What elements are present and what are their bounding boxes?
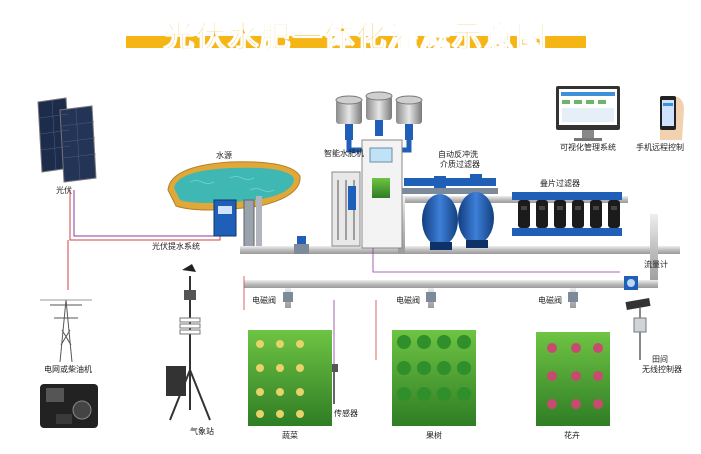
media-filter-icon [402,174,498,250]
weather-station-icon [166,264,211,421]
power-pylon-icon [40,299,92,363]
solar-panel-icon [37,97,97,183]
pv-label: 光伏 [56,186,72,195]
sensor-icon [330,364,338,404]
monitor-icon [556,86,620,141]
pump-gate-valve-icon [294,236,309,254]
valve-1-label: 电磁阀 [252,296,276,305]
backwash-label-line2: 介质过滤器 [440,160,480,169]
title-underline-bar [126,36,586,48]
pv-pump-label: 光伏提水系统 [152,242,200,251]
backwash-label-line1: 自动反冲洗 [438,150,478,159]
water-source-label: 水源 [216,151,232,160]
valve-3-label: 电磁阀 [538,296,562,305]
disc-filter-label: 叠片过滤器 [540,179,580,188]
flower-field-icon [536,332,610,426]
field-wireless-controller-icon [625,297,651,360]
fertilizer-machine-label: 智能水肥机 [324,149,364,158]
branch-pipes [283,288,578,308]
pv-pump-controller-icon [213,196,262,254]
sensor-label: 传感器 [334,409,358,418]
mobile-ctrl-label: 手机远程控制 [636,143,684,152]
flow-meter-label: 流量计 [644,260,668,269]
mobile-phone-icon [660,96,684,140]
flowers-label: 花卉 [564,431,580,440]
fruit-trees-label: 果树 [426,431,442,440]
smart-fertilizer-machine-icon [331,139,403,249]
fertilizer-tanks-icon [335,91,423,153]
diesel-engine-icon [40,384,98,428]
weather-station-label: 气象站 [190,427,214,436]
vegetable-field-icon [248,330,332,426]
disc-filter-icon [512,192,622,236]
vegetables-label: 蔬菜 [282,431,298,440]
diagram-title: 光伏水肥一体化灌溉示意图 [164,20,548,56]
water-pond-icon [167,161,301,211]
field-ctrl-label-line1: 田间 [652,355,668,364]
signal-wires [243,248,620,400]
visual-mgmt-label: 可视化管理系统 [560,143,616,152]
fruit-tree-field-icon [392,330,476,426]
flow-meter-icon [624,276,638,290]
field-ctrl-label-line2: 无线控制器 [642,365,682,374]
valve-2-label: 电磁阀 [396,296,420,305]
title-banner: 光伏水肥一体化灌溉示意图 [126,10,586,56]
grid-diesel-label: 电网或柴油机 [44,365,92,374]
